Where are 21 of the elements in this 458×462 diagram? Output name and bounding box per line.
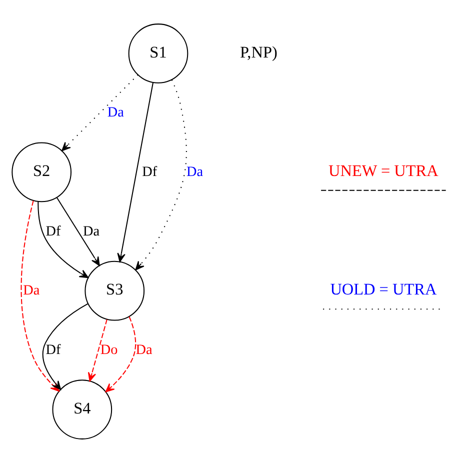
node-circle: S1 [128, 23, 188, 83]
arrow [38, 201, 89, 278]
edge-label: Da [23, 282, 40, 298]
label: P,NP) [240, 42, 278, 61]
edge-label: Da [83, 222, 100, 239]
legend-label: UOLD = UTRA [330, 280, 437, 298]
edge-label: Df [46, 341, 61, 358]
arrow [117, 82, 154, 262]
arrow [62, 74, 138, 151]
edge-label: Df [142, 163, 158, 180]
arrow [42, 302, 88, 390]
arrow [88, 318, 108, 382]
edge-label: Da [136, 341, 152, 358]
edge-label: Do [100, 341, 118, 358]
arrow [105, 316, 136, 392]
arrow [135, 79, 187, 270]
arrow [56, 196, 100, 266]
edge-label: Da [186, 163, 204, 180]
legend-label: UNEW = UTRA [328, 162, 438, 180]
edge-label: Df [46, 222, 61, 239]
edge-label: Da [107, 104, 124, 120]
